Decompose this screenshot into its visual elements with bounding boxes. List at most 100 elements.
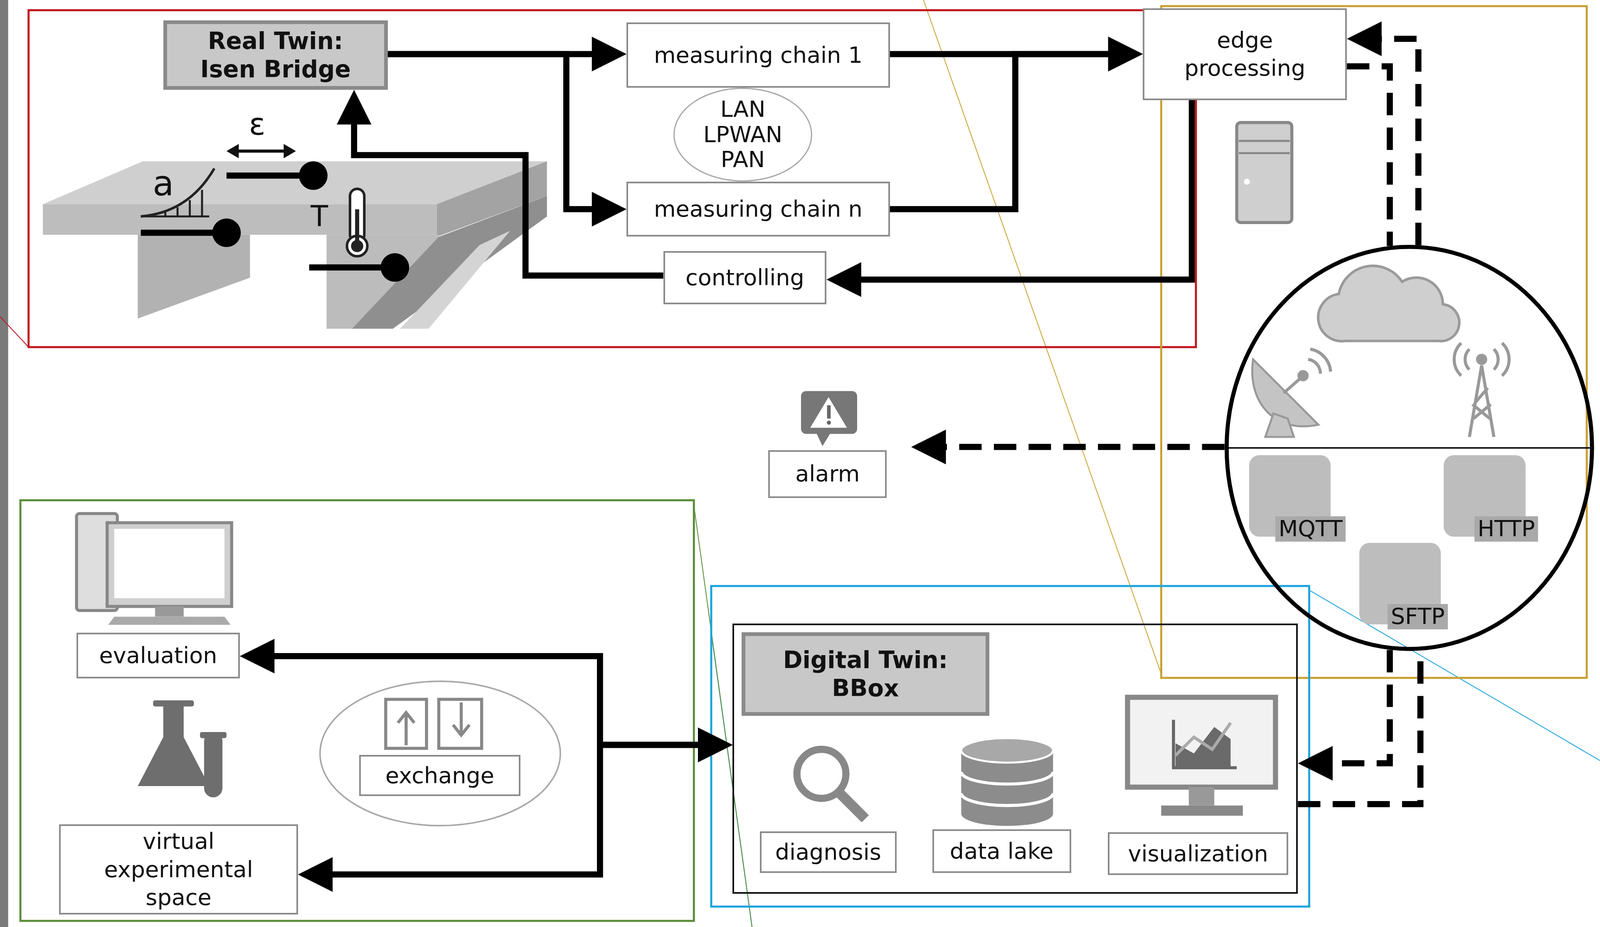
connector	[850, 100, 1192, 280]
chart-monitor-icon	[1127, 697, 1276, 787]
connector	[354, 113, 664, 276]
thin-guide-line	[0, 316, 29, 348]
connector-group	[911, 429, 1225, 464]
cloud-ellipse: MQTT HTTP SFTP	[1224, 244, 1595, 651]
dashed-connector	[1371, 38, 1419, 245]
connector-group	[1346, 66, 1390, 247]
connector-group	[889, 36, 1144, 210]
strain-arrow	[226, 143, 239, 158]
satellite-dish-icon	[1310, 349, 1331, 372]
thin-guide-line	[923, 0, 1162, 674]
arrowhead	[1108, 36, 1143, 72]
bridge-illustration	[42, 161, 548, 329]
lab-flask-icon	[199, 732, 227, 739]
chart-monitor-icon	[1175, 722, 1231, 756]
dashed-connector	[1297, 650, 1421, 804]
connector	[889, 54, 1119, 210]
node-label: SFTP	[1387, 604, 1448, 629]
satellite-dish-icon	[1252, 349, 1331, 437]
arrowhead	[1346, 21, 1382, 57]
cloud-icon	[1318, 265, 1460, 341]
chart-monitor-icon	[1127, 697, 1276, 816]
satellite-dish-icon	[1308, 359, 1321, 374]
region-frame	[20, 500, 694, 921]
radio-tower-icon	[1454, 342, 1509, 437]
node-label: alarm	[768, 450, 887, 498]
connector-group	[336, 89, 664, 276]
magnifier-icon	[838, 792, 866, 819]
magnifier-icon	[796, 749, 866, 819]
sensor-probe	[140, 161, 410, 282]
process-box: measuring chain n	[626, 181, 890, 237]
alarm-box: alarm	[768, 387, 912, 498]
connector-group	[1297, 650, 1421, 804]
arrowhead	[591, 191, 627, 227]
exchange-icon	[404, 714, 408, 746]
ellipse-outline	[320, 681, 561, 826]
accelerometer-symbol	[152, 214, 155, 217]
ellipse-divider	[1224, 447, 1595, 449]
protocol-tile: MQTT	[1249, 455, 1352, 548]
node-label: MQTT	[1275, 516, 1346, 542]
sensor-probe	[298, 161, 328, 190]
radio-tower-icon	[1475, 387, 1488, 402]
region-frame	[20, 6, 1587, 922]
radio-tower-icon	[1493, 349, 1499, 370]
computer-icon	[76, 513, 232, 625]
node-label: HTTP	[1474, 516, 1539, 542]
dashed-connector	[1346, 66, 1390, 247]
connector-group	[1297, 649, 1390, 781]
acceleration-symbol: a	[152, 166, 174, 201]
alarm-icon	[826, 420, 831, 425]
node-label: data lake	[949, 837, 1054, 866]
radio-tower-icon	[1469, 365, 1494, 437]
heading-text: Real Twin: Isen Bridge	[190, 27, 360, 84]
alarm-icon	[810, 396, 847, 428]
arrowhead	[911, 429, 946, 464]
computer-icon	[107, 522, 232, 607]
node-label: LAN LPWAN PAN	[703, 96, 783, 173]
server-icon	[1238, 152, 1290, 155]
lab-flask-icon	[137, 700, 227, 798]
connector-group	[387, 54, 627, 227]
process-box: edge processing	[1142, 8, 1347, 101]
chart-monitor-icon	[1161, 805, 1243, 817]
satellite-dish-icon	[1283, 377, 1302, 394]
region-frame	[1161, 6, 1587, 678]
cloud-icon	[1318, 265, 1460, 341]
node-label: controlling	[685, 263, 805, 292]
chart-monitor-icon	[1173, 719, 1237, 768]
real-twin-box: Real Twin: Isen Bridge	[163, 20, 388, 90]
node-label: measuring chain 1	[653, 41, 863, 70]
server-icon	[1243, 178, 1250, 185]
accelerometer-symbol	[188, 199, 191, 217]
server-icon	[1236, 122, 1292, 223]
strain-arrow	[283, 143, 296, 158]
accelerometer-symbol	[176, 207, 179, 217]
heading-text: Digital Twin: BBox	[741, 632, 990, 716]
lab-flask-icon	[152, 700, 194, 707]
accelerometer-symbol	[140, 168, 215, 217]
exchange-icon	[385, 699, 482, 749]
radio-tower-icon	[1464, 349, 1470, 370]
computer-icon	[114, 528, 225, 599]
process-box: visualization	[1107, 832, 1289, 876]
alarm-icon	[827, 405, 831, 419]
radio-tower-icon	[1477, 355, 1486, 364]
arrowhead	[1297, 745, 1333, 781]
accelerometer-symbol	[201, 189, 204, 217]
temperature-symbol: T	[310, 202, 328, 231]
arrowhead	[697, 727, 733, 762]
satellite-dish-icon	[1299, 371, 1308, 380]
node-label: diagnosis	[775, 838, 882, 867]
process-box: virtual experimental space	[59, 824, 298, 915]
lab-flask-icon	[204, 732, 223, 798]
arrowhead	[336, 89, 372, 125]
alarm-icon	[801, 391, 858, 447]
server-icon	[1236, 122, 1292, 223]
arrowhead	[1108, 36, 1143, 72]
node-label: evaluation	[98, 641, 217, 670]
process-box: controlling	[663, 251, 827, 305]
exchange-icon	[385, 699, 427, 749]
exchange-icon	[397, 712, 415, 723]
